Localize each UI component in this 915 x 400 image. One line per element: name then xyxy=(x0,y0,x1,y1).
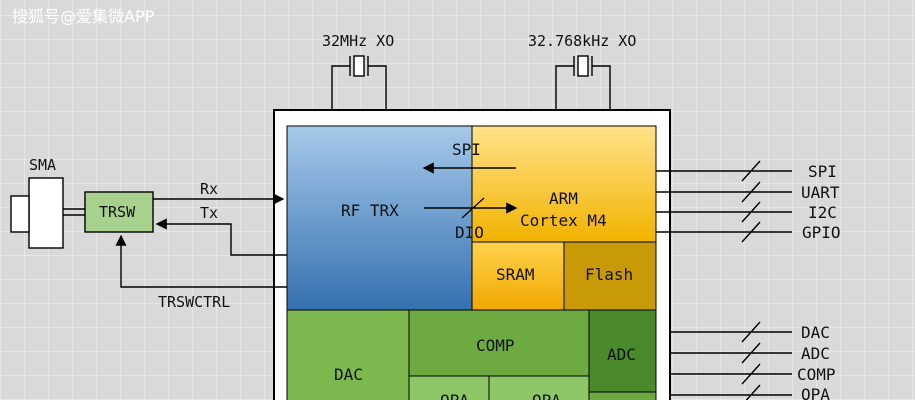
adc-block xyxy=(588,309,657,393)
rf-trx-label: RF TRX xyxy=(341,201,399,220)
pin-label-uart: UART xyxy=(801,183,840,202)
sram-block xyxy=(471,241,565,311)
bottom-right-block xyxy=(588,391,657,400)
trsw-label: TRSW xyxy=(99,203,136,221)
crystal-label-32mhz: 32MHz XO xyxy=(322,32,394,50)
trsw-block xyxy=(84,191,154,233)
crystal-32mhz-symbol xyxy=(331,55,387,112)
opa-block-2-label: OPA xyxy=(532,391,561,400)
pin-label-spi: SPI xyxy=(808,162,837,181)
digital-pin-lines xyxy=(656,160,792,243)
crystal-label-32khz: 32.768kHz XO xyxy=(528,32,636,50)
trswctrl-arrow xyxy=(115,234,287,288)
opa-block-1-label: OPA xyxy=(440,391,469,400)
dio-internal-label: DIO xyxy=(455,223,484,242)
adc-block-label: ADC xyxy=(607,345,636,364)
arm-label: ARM xyxy=(549,189,578,208)
dac-block xyxy=(286,309,410,400)
pin-label-opa: OPA xyxy=(801,385,830,400)
flash-block xyxy=(563,241,657,311)
tx-label: Tx xyxy=(200,204,218,222)
opa-block-1 xyxy=(408,375,490,400)
dio-bus-slash xyxy=(461,197,485,219)
pin-label-comp: COMP xyxy=(797,365,836,384)
pin-label-i2c: I2C xyxy=(808,203,837,222)
watermark-text: 搜狐号@爱集微APP xyxy=(12,7,155,26)
pin-label-adc: ADC xyxy=(801,344,830,363)
pin-label-dac: DAC xyxy=(801,323,830,342)
spi-internal-label: SPI xyxy=(452,140,481,159)
crystal-32khz-symbol xyxy=(555,55,611,112)
rf-trx-block xyxy=(286,125,473,311)
tx-arrow xyxy=(155,218,287,256)
sma-connector-tip xyxy=(10,195,30,233)
dac-block-label: DAC xyxy=(334,365,363,384)
comp-block-label: COMP xyxy=(476,336,515,355)
rx-label: Rx xyxy=(200,180,218,198)
pin-label-gpio: GPIO xyxy=(802,223,841,242)
comp-block xyxy=(408,309,590,377)
flash-label: Flash xyxy=(585,265,633,284)
trswctrl-label: TRSWCTRL xyxy=(158,293,230,311)
cortex-label: Cortex M4 xyxy=(520,211,607,230)
analog-pin-lines xyxy=(670,321,792,400)
arm-cortex-block xyxy=(471,125,657,243)
sma-connector-body xyxy=(28,177,64,249)
sram-label: SRAM xyxy=(496,265,535,284)
sma-label: SMA xyxy=(29,156,56,174)
